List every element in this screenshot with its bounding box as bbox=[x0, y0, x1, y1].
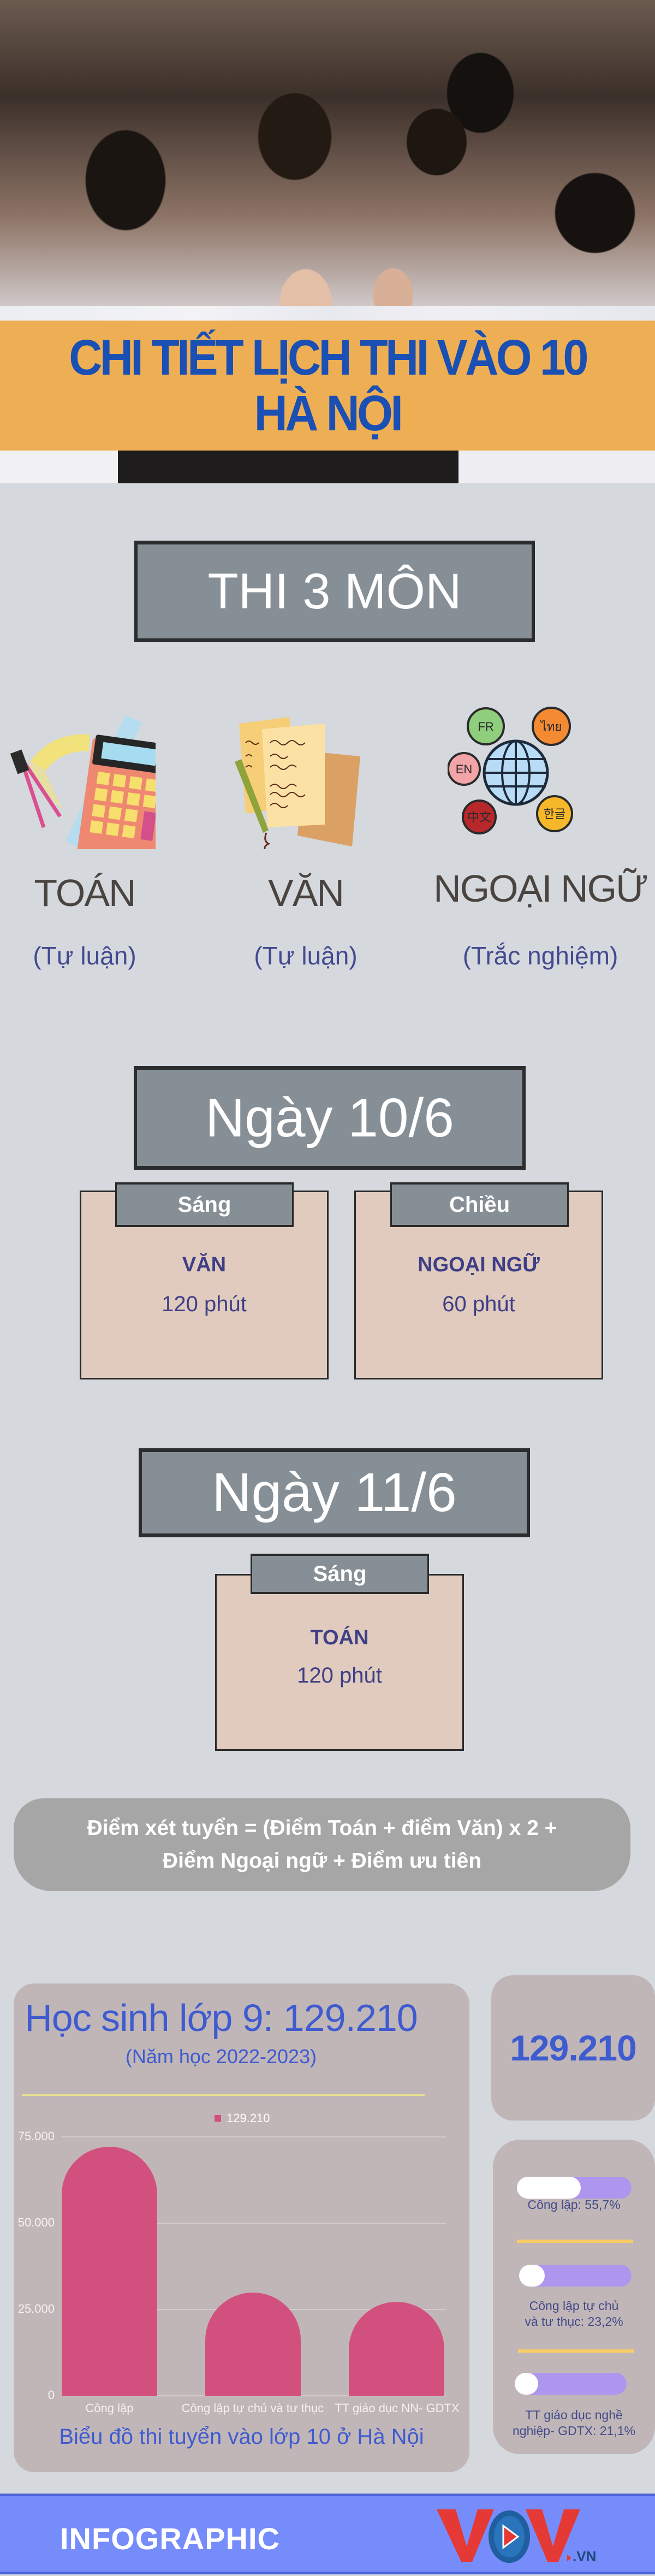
formula-line1: Điểm xét tuyển = (Điểm Toán + điểm Văn) … bbox=[87, 1816, 557, 1840]
legend-swatch bbox=[215, 2115, 221, 2122]
title-banner: CHI TIẾT LỊCH THI VÀO 10 HÀ NỘI bbox=[0, 321, 655, 451]
chart-title: Học sinh lớp 9: 129.210 bbox=[25, 1997, 418, 2039]
progress-bar-cong-lap bbox=[517, 2177, 632, 2199]
subject-type: (Tự luận) bbox=[254, 941, 358, 970]
progress-label: Công lập: 55,7% bbox=[527, 2198, 621, 2212]
session-subject: TOÁN bbox=[310, 1626, 369, 1649]
y-tick: 25.000 bbox=[17, 2302, 55, 2316]
subject-math: TOÁN (Tự luận) bbox=[0, 871, 177, 970]
session-tab-afternoon: Chiều bbox=[390, 1182, 569, 1227]
session-duration: 60 phút bbox=[442, 1292, 515, 1316]
progress-label: Công lập tự chủ và tư thục: 23,2% bbox=[493, 2298, 655, 2330]
progress-fill bbox=[517, 2177, 581, 2199]
subject-type: (Tự luận) bbox=[33, 941, 136, 970]
gridline bbox=[61, 2136, 446, 2137]
total-students-box: 129.210 bbox=[491, 1975, 655, 2121]
papers-pen-icon bbox=[235, 717, 360, 849]
progress-bar-tu-chu bbox=[519, 2265, 632, 2287]
subject-name: TOÁN bbox=[34, 872, 136, 914]
progress-label-line: nghiệp- GDTX: 21,1% bbox=[512, 2424, 635, 2438]
session-subject: NGOẠI NGỮ bbox=[418, 1253, 540, 1276]
bar-gdnn-gdtx bbox=[349, 2302, 444, 2396]
session-period: Sáng bbox=[313, 1561, 367, 1586]
hero-photo-bottom bbox=[0, 451, 655, 483]
session-period: Sáng bbox=[177, 1192, 231, 1217]
day2-title: Ngày 11/6 bbox=[212, 1462, 457, 1523]
y-tick: 0 bbox=[47, 2388, 55, 2402]
session-duration: 120 phút bbox=[162, 1292, 247, 1316]
math-tools-icon bbox=[10, 715, 156, 849]
formula-line2: Điểm Ngoại ngữ + Điểm ưu tiên bbox=[162, 1849, 482, 1873]
session-tab-morning-day2: Sáng bbox=[251, 1554, 429, 1594]
footer-bar bbox=[0, 2494, 655, 2574]
share-panel: Công lập: 55,7% Công lập tự chủ và tư th… bbox=[493, 2140, 655, 2454]
page-title-line2: HÀ NỘI bbox=[254, 386, 403, 441]
day2-title-box: Ngày 11/6 bbox=[139, 1448, 530, 1537]
svg-text:ไทย: ไทย bbox=[540, 720, 562, 733]
x-label: TT giáo dục NN- GDTX bbox=[335, 2401, 460, 2415]
divider bbox=[518, 2349, 634, 2353]
total-students-value: 129.210 bbox=[510, 2028, 637, 2068]
session-card-day2-morning: TOÁN 120 phút bbox=[215, 1574, 464, 1751]
subject-name: NGOẠI NGỮ bbox=[433, 867, 648, 910]
progress-label-line: TT giáo dục nghề bbox=[525, 2408, 623, 2422]
section-title-subjects: THI 3 MÔN bbox=[134, 541, 535, 642]
page-title-line1: CHI TIẾT LỊCH THI VÀO 10 bbox=[69, 330, 588, 386]
progress-label-line: và tư thục: 23,2% bbox=[525, 2314, 623, 2329]
chart-divider bbox=[22, 2094, 425, 2096]
admission-score-formula: Điểm xét tuyển = (Điểm Toán + điểm Văn) … bbox=[14, 1798, 630, 1891]
subject-type: (Trắc nghiệm) bbox=[462, 941, 618, 970]
svg-text:EN: EN bbox=[456, 762, 473, 776]
subject-name: VĂN bbox=[268, 872, 344, 914]
x-label: Công lập tự chủ và tư thục bbox=[181, 2401, 324, 2415]
gridline bbox=[61, 2223, 446, 2224]
footer-infographic-label: INFOGRAPHIC bbox=[60, 2521, 280, 2556]
chart-subtitle: (Năm học 2022-2023) bbox=[125, 2045, 317, 2068]
progress-fill bbox=[519, 2265, 545, 2287]
progress-label-line: Công lập tự chủ bbox=[529, 2299, 619, 2313]
section-title-text: THI 3 MÔN bbox=[207, 563, 462, 619]
bubble-fr: FR bbox=[478, 720, 493, 733]
day1-title: Ngày 10/6 bbox=[205, 1087, 454, 1148]
languages-globe-icon: FR ไทย EN 中文 한글 bbox=[448, 707, 573, 834]
vov-logo[interactable]: .VN bbox=[434, 2508, 600, 2563]
day1-title-box: Ngày 10/6 bbox=[134, 1066, 526, 1170]
logo-suffix: .VN bbox=[573, 2548, 596, 2563]
progress-bar-gdtx bbox=[515, 2373, 627, 2395]
gridline bbox=[61, 2395, 446, 2396]
svg-text:한글: 한글 bbox=[544, 807, 565, 821]
bar-tu-chu-tu-thuc bbox=[205, 2293, 301, 2396]
svg-text:中文: 中文 bbox=[467, 810, 491, 824]
subject-literature: VĂN (Tự luận) bbox=[213, 871, 398, 970]
divider bbox=[517, 2240, 633, 2243]
legend-label: 129.210 bbox=[227, 2111, 270, 2125]
chart-caption: Biểu đồ thi tuyển vào lớp 10 ở Hà Nội bbox=[59, 2425, 424, 2449]
session-subject: VĂN bbox=[182, 1253, 227, 1276]
session-tab-morning: Sáng bbox=[115, 1182, 294, 1227]
y-tick: 50.000 bbox=[17, 2216, 55, 2229]
x-label: Công lập bbox=[85, 2401, 134, 2415]
session-period: Chiều bbox=[449, 1192, 510, 1217]
chart-legend: 129.210 bbox=[215, 2111, 270, 2125]
progress-fill bbox=[515, 2373, 538, 2395]
session-duration: 120 phút bbox=[297, 1663, 382, 1687]
y-tick: 75.000 bbox=[17, 2129, 55, 2143]
progress-label: TT giáo dục nghề nghiệp- GDTX: 21,1% bbox=[493, 2407, 655, 2439]
subject-foreign-language: NGOẠI NGỮ (Trắc nghiệm) bbox=[426, 863, 655, 970]
bar-cong-lap bbox=[62, 2147, 157, 2396]
